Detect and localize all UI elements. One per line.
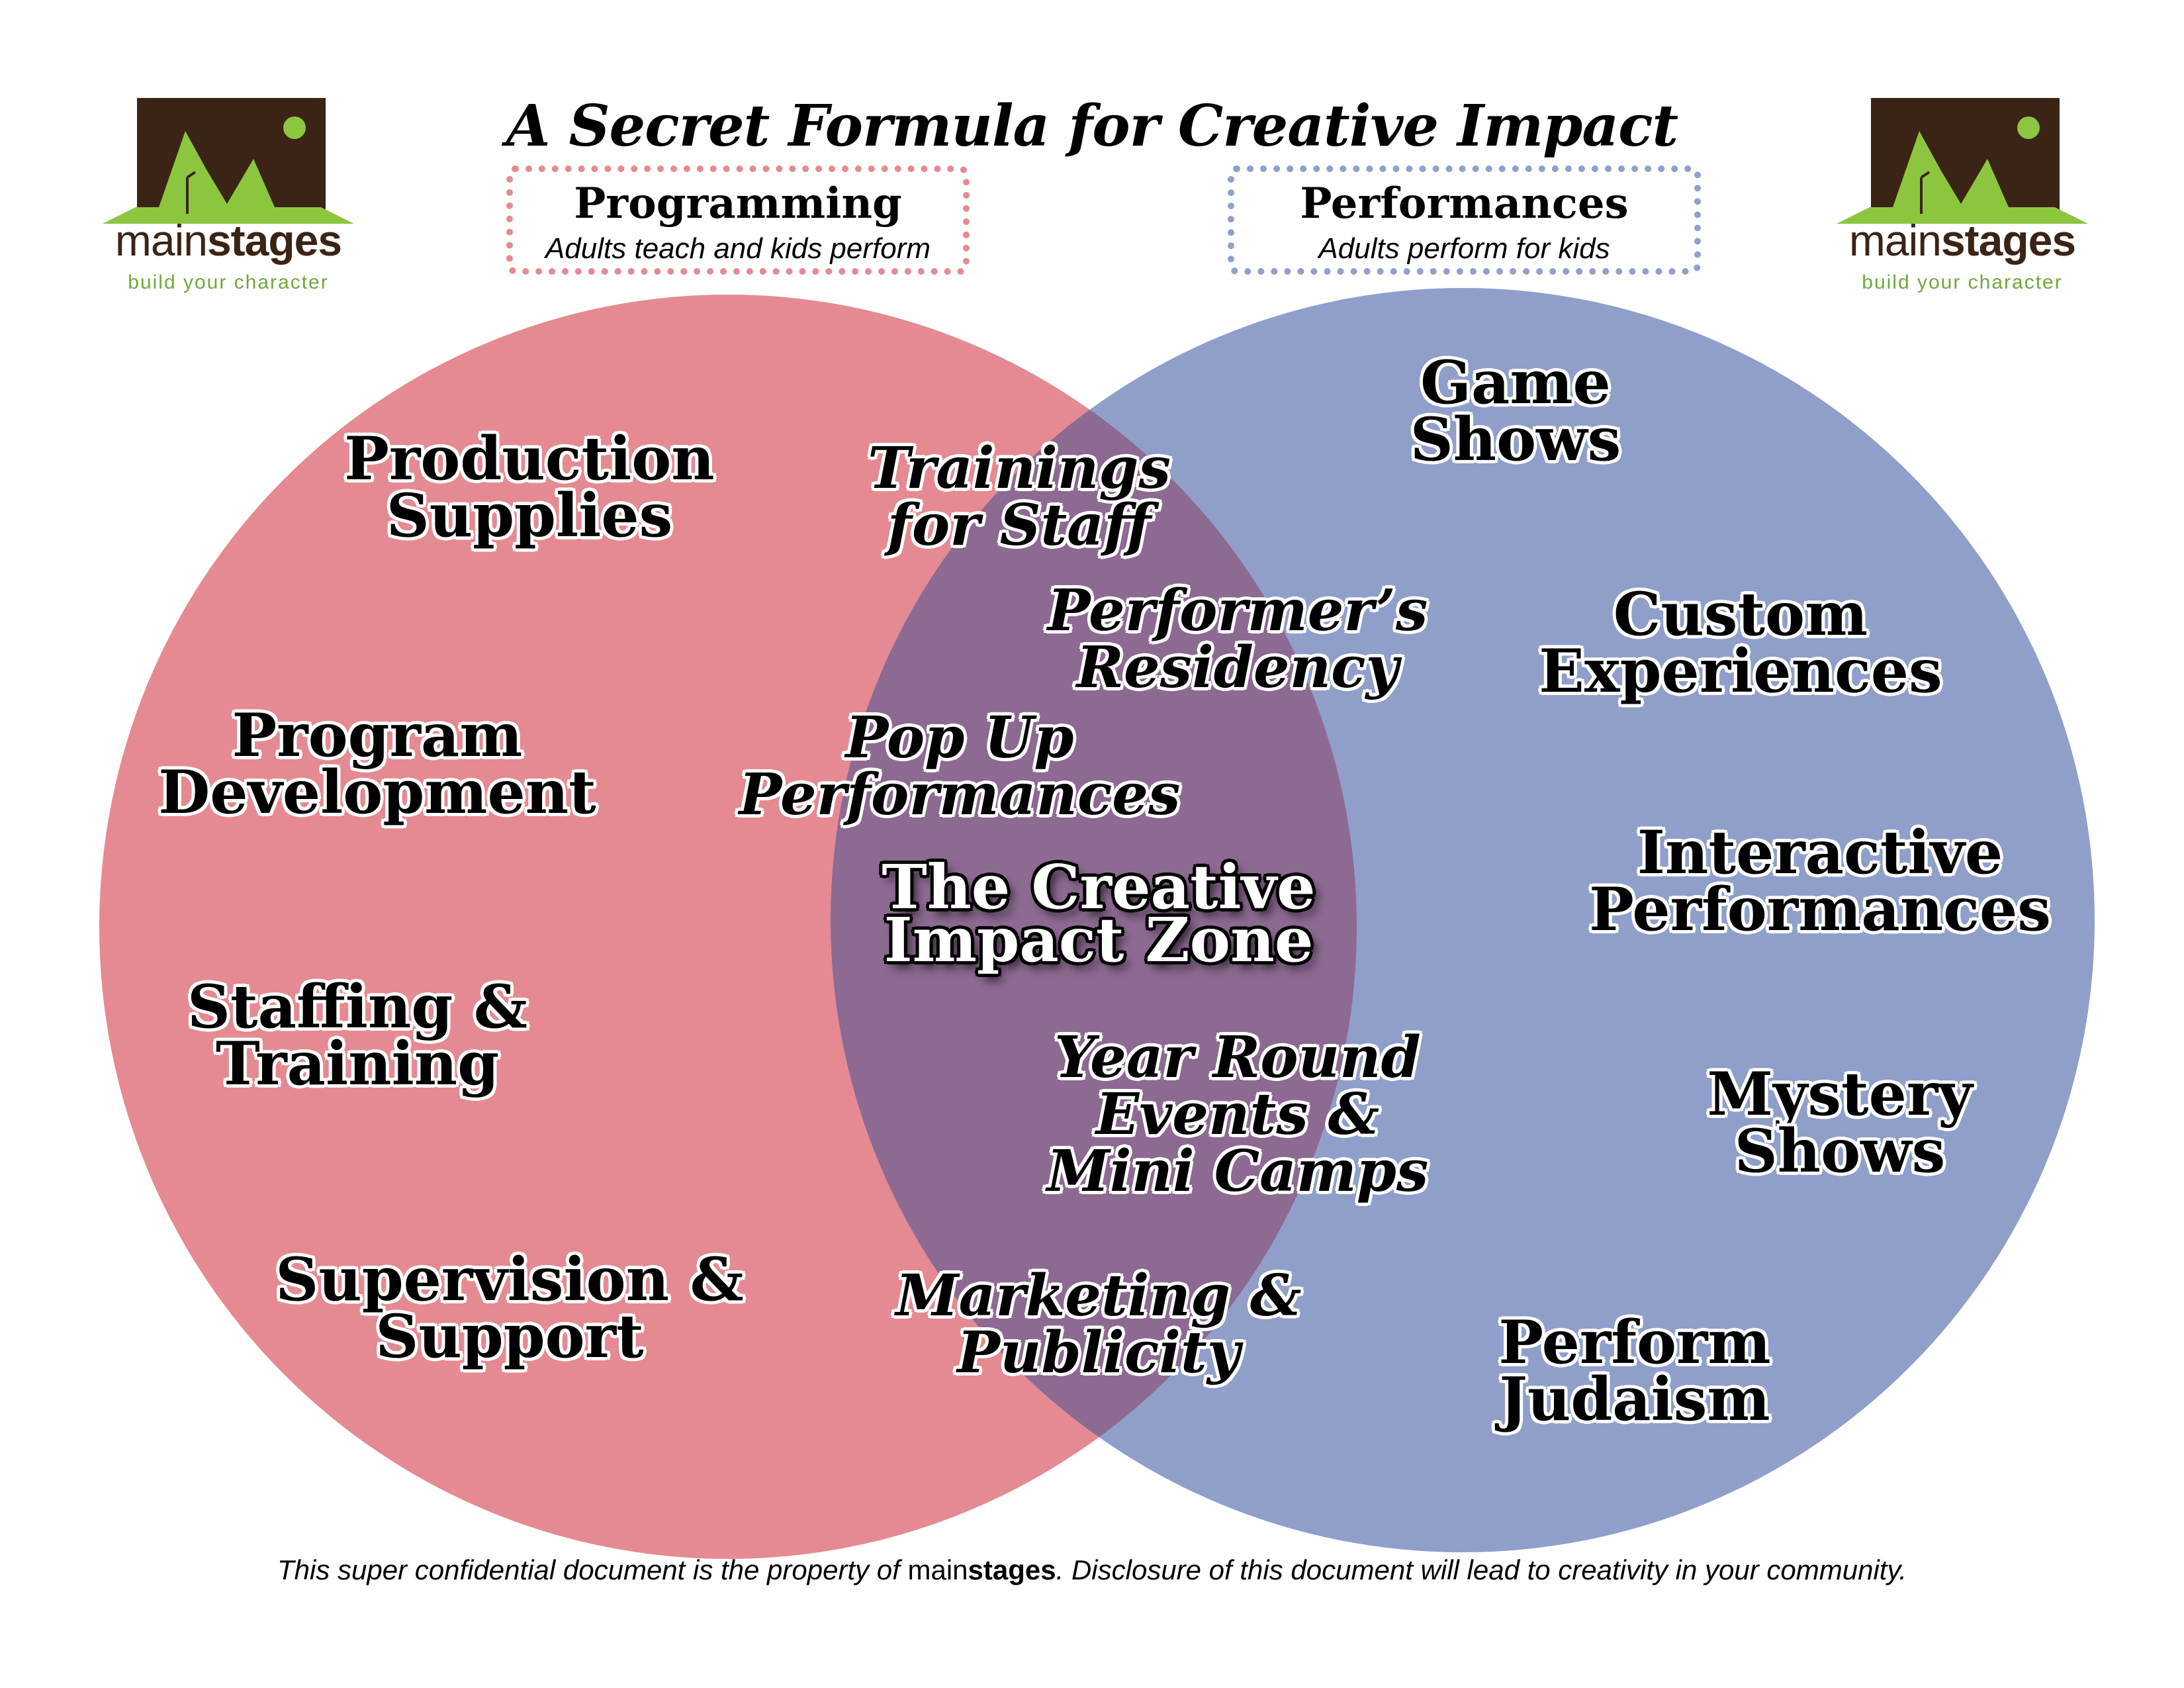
logo-main-text: main xyxy=(114,216,208,265)
logo-stages-text: stages xyxy=(1940,216,2076,265)
programming-item: Staffing &Training xyxy=(187,972,527,1099)
footer-disclaimer: This super confidential document is the … xyxy=(99,1554,2085,1586)
logo-right: mainstages build your character xyxy=(1837,98,2088,297)
programming-header: Programming Adults teach and kids perfor… xyxy=(506,165,970,275)
overlap-item: Marketing &Publicity xyxy=(895,1262,1302,1386)
footer-brand: mainstages xyxy=(907,1554,1056,1585)
programming-subtitle: Adults teach and kids perform xyxy=(545,232,931,265)
programming-title: Programming xyxy=(574,179,902,228)
performances-header: Performances Adults perform for kids xyxy=(1228,165,1701,275)
mountains-sun-icon xyxy=(1837,98,2088,224)
footer-text-before: This super confidential document is the … xyxy=(277,1554,908,1585)
logo-main-text: main xyxy=(1848,216,1942,265)
performances-subtitle: Adults perform for kids xyxy=(1318,232,1610,265)
page-title: A Secret Formula for Creative Impact xyxy=(506,93,1678,160)
mountains-sun-icon xyxy=(103,98,354,224)
programming-item: Supervision &Support xyxy=(275,1244,744,1372)
logo-stages-text: stages xyxy=(206,216,342,265)
footer-text-after: . Disclosure of this document will lead … xyxy=(1056,1554,1907,1585)
logo-left: mainstages build your character xyxy=(103,98,354,297)
logo-tagline: build your character xyxy=(128,271,329,293)
performances-title: Performances xyxy=(1300,179,1629,228)
overlap-region xyxy=(831,295,1357,1552)
logo-tagline: build your character xyxy=(1862,271,2063,293)
